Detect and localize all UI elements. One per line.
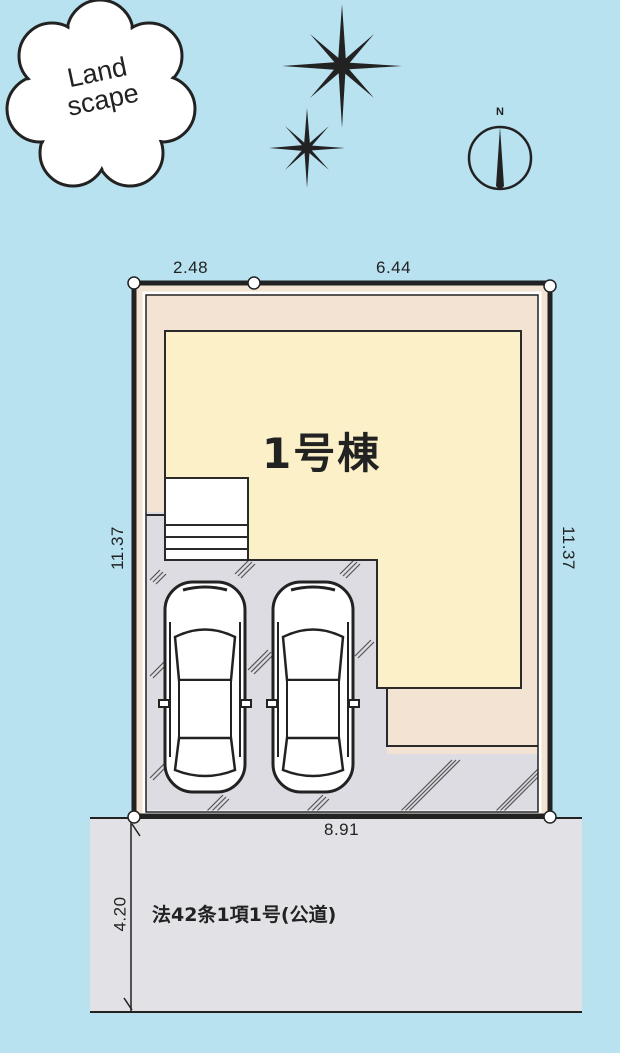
paving-hatch <box>149 559 540 818</box>
lot-boundary <box>131 280 553 819</box>
dimension-top-right: 6.44 <box>376 258 412 277</box>
road-width-dimension-line <box>123 822 141 1012</box>
entrance-steps <box>146 477 249 561</box>
boundary-markers <box>127 276 557 824</box>
car-icon <box>266 580 360 794</box>
north-arrow-icon <box>467 125 533 191</box>
sparkle-icon <box>282 4 402 128</box>
sparkle-icon <box>269 108 345 188</box>
dimension-left: 11.37 <box>107 526 127 570</box>
building-label: 1号棟 <box>262 429 382 478</box>
north-label: N <box>496 106 504 118</box>
dimension-road-width: 4.20 <box>110 896 130 932</box>
road-area <box>90 818 582 1013</box>
car-icon <box>158 580 252 794</box>
road-label: 法42条1項1号(公道) <box>152 904 337 926</box>
dimension-right: 11.37 <box>558 526 578 570</box>
landscape-logo <box>5 0 197 188</box>
dimension-bottom: 8.91 <box>324 820 360 839</box>
dimension-top-left: 2.48 <box>173 258 209 277</box>
